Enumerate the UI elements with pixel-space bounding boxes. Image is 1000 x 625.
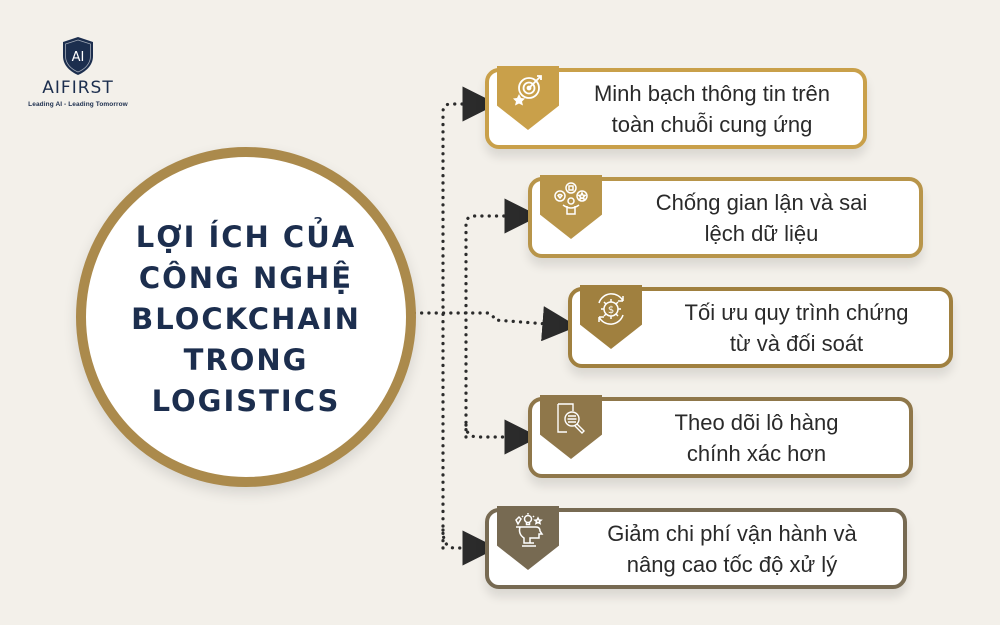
center-title: LỢI ÍCH CỦA CÔNG NGHỆ BLOCKCHAIN TRONG L…: [131, 219, 361, 418]
benefit-text: Theo dõi lô hàng chính xác hơn: [674, 409, 839, 466]
brand-tagline: Leading AI - Leading Tomorrow: [28, 101, 128, 108]
benefit-badge: $: [580, 285, 642, 349]
benefit-text: Giảm chi phí vận hành và nâng cao tốc độ…: [607, 520, 857, 577]
benefit-card-anti-fraud: Chống gian lận và sai lệch dữ liệu: [528, 175, 923, 258]
benefit-badge: [540, 395, 602, 459]
benefit-text: Tối ưu quy trình chứng từ và đối soát: [684, 299, 909, 356]
center-topic-circle: LỢI ÍCH CỦA CÔNG NGHỆ BLOCKCHAIN TRONG L…: [76, 147, 416, 487]
benefit-badge: [497, 506, 559, 570]
benefit-text: Minh bạch thông tin trên toàn chuỗi cung…: [593, 80, 831, 137]
aifirst-logo: AI AIFIRST Leading AI - Leading Tomorrow: [18, 36, 138, 108]
brand-name: AIFIRST: [42, 78, 114, 98]
head-idea-icon: [515, 513, 544, 547]
benefit-card-shipment-tracking: Theo dõi lô hàng chính xác hơn: [528, 395, 913, 478]
shield-logo-icon: AI: [63, 37, 93, 75]
benefit-badge: [497, 66, 559, 130]
benefit-card-transparency: Minh bạch thông tin trên toàn chuỗi cung…: [485, 66, 867, 149]
people-feedback-icon: [554, 182, 588, 215]
svg-text:AI: AI: [72, 50, 85, 65]
target-star-icon: [513, 75, 542, 106]
svg-text:$: $: [608, 305, 614, 316]
benefit-badge: [540, 175, 602, 239]
benefit-text: Chống gian lận và sai lệch dữ liệu: [655, 189, 868, 246]
document-search-icon: [557, 403, 585, 434]
benefit-card-document-optimization: $ Tối ưu quy trình chứng từ và đối soát: [568, 285, 953, 368]
gear-dollar-cycle-icon: $: [598, 293, 624, 325]
benefit-card-cost-reduction: Giảm chi phí vận hành và nâng cao tốc độ…: [485, 506, 907, 589]
